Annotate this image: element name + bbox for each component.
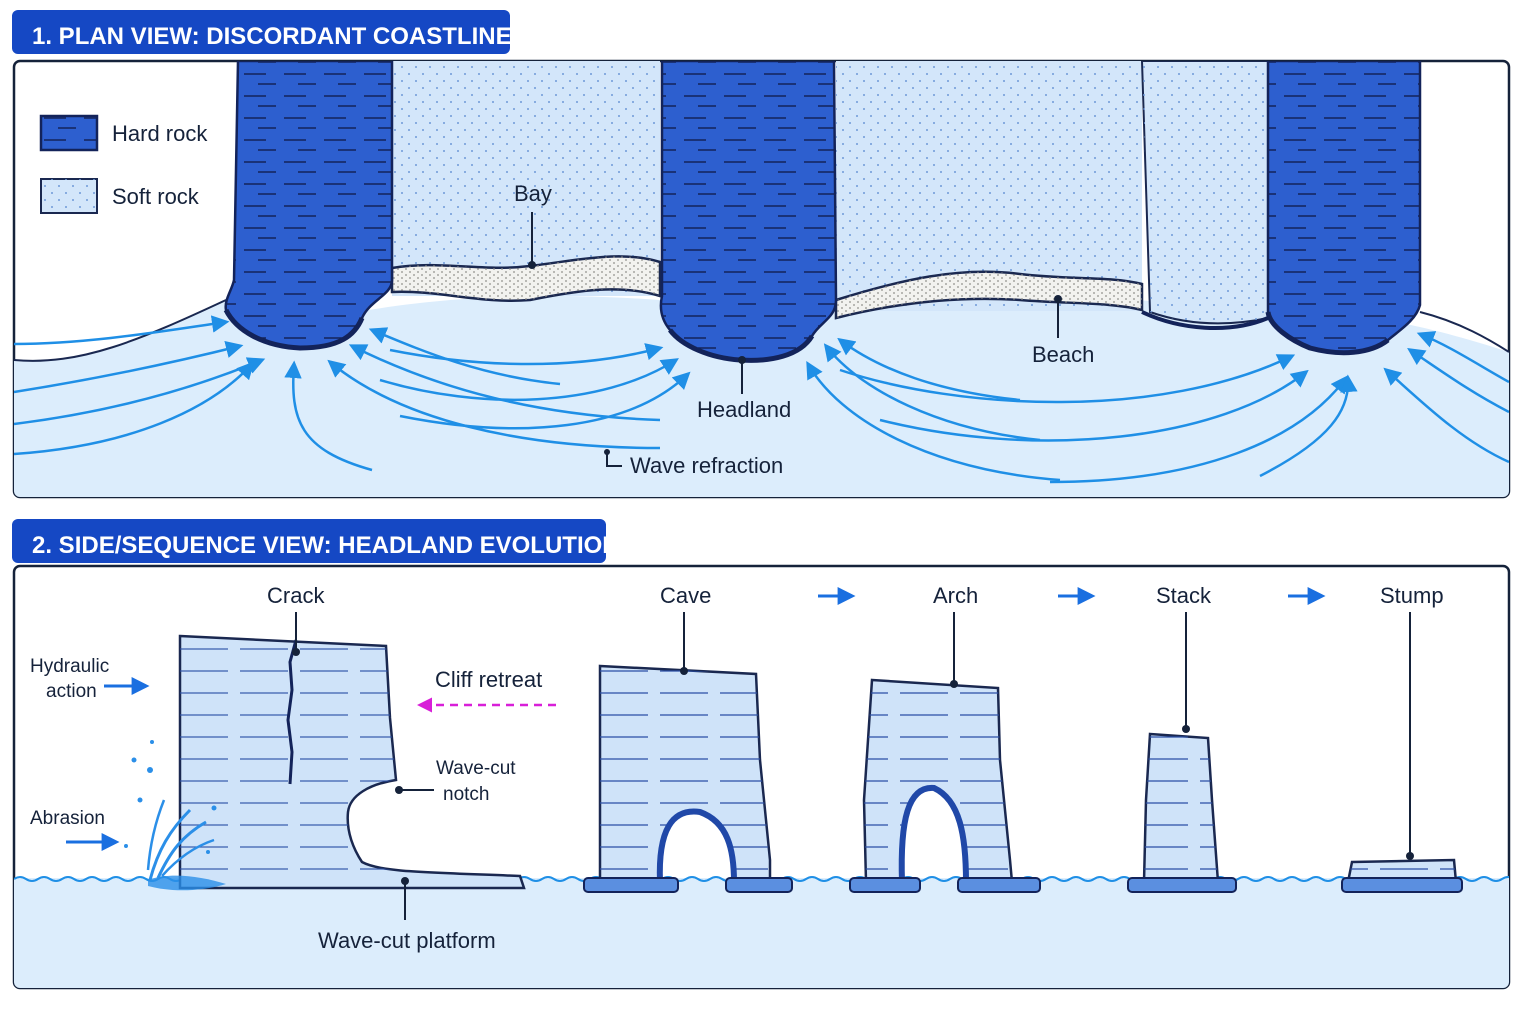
splash-icon — [124, 740, 217, 881]
headland-3 — [1265, 61, 1422, 356]
wave-cut-notch-label-line1: Wave-cut — [436, 758, 516, 779]
stump-landform — [1341, 858, 1463, 893]
panel-plan-view: 1. PLAN VIEW: DISCORDANT COASTLINE — [12, 10, 1511, 499]
splash-water — [148, 875, 226, 891]
legend-label-soft: Soft rock — [112, 184, 200, 209]
wave-cut-platform-label: Wave-cut platform — [318, 928, 496, 953]
shoreline-right — [1419, 311, 1509, 353]
wave-refraction-leader — [606, 452, 622, 467]
bay-label: Bay — [514, 181, 552, 206]
shoreline-left — [14, 299, 227, 362]
stack-label: Stack — [1156, 583, 1212, 608]
stump-label: Stump — [1380, 583, 1444, 608]
wave-cut-notch-label-line2: notch — [443, 784, 489, 805]
arch-label: Arch — [933, 583, 978, 608]
wave-refraction-label: Wave refraction — [630, 453, 783, 478]
abrasion-label: Abrasion — [30, 808, 105, 829]
legend: Hard rock Soft rock — [39, 114, 208, 214]
cliff-retreat-label: Cliff retreat — [435, 667, 542, 692]
beach-label: Beach — [1032, 342, 1094, 367]
headland-2 — [659, 61, 838, 363]
panel1-title-bar — [12, 10, 510, 54]
cave-label: Cave — [660, 583, 711, 608]
main-cliff — [148, 634, 526, 891]
crack-label: Crack — [267, 583, 325, 608]
hydraulic-action-label-line1: Hydraulic — [30, 656, 109, 677]
panel-side-view: 2. SIDE/SEQUENCE VIEW: HEADLAND EVOLUTIO… — [12, 519, 1511, 990]
arch-landform — [849, 678, 1041, 893]
stack-landform — [1127, 732, 1237, 893]
panel2-title: 2. SIDE/SEQUENCE VIEW: HEADLAND EVOLUTIO… — [32, 532, 620, 559]
headland-label: Headland — [697, 397, 791, 422]
headland-1 — [223, 61, 394, 351]
crack-line — [286, 639, 298, 785]
cave-landform — [583, 664, 793, 893]
sea-water — [14, 878, 1509, 988]
hydraulic-action-label-line2: action — [46, 681, 97, 702]
legend-label-hard: Hard rock — [112, 121, 208, 146]
panel2-title-bar — [12, 519, 606, 563]
panel1-title: 1. PLAN VIEW: DISCORDANT COASTLINE — [32, 23, 512, 50]
wave-refraction-arrows — [14, 315, 1509, 484]
